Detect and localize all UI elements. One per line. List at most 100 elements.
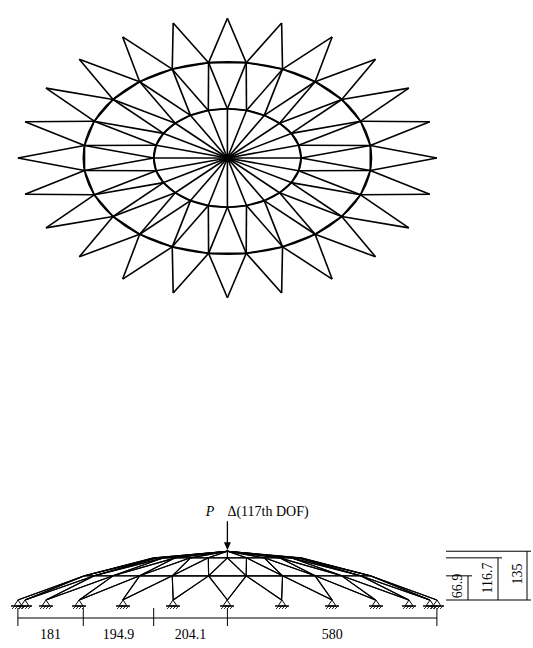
dimension: 194.9 [103,627,135,643]
truss-member [156,551,227,558]
load-label: P [206,504,215,520]
truss-member [342,59,376,99]
truss-member [246,201,264,206]
truss-member [280,123,292,133]
truss-member [156,158,227,171]
truss-member [227,109,246,111]
truss-member [227,551,228,558]
truss-member [315,234,332,279]
truss-member [299,121,361,145]
truss-member [172,558,208,576]
truss-member [315,37,332,82]
truss-member [18,145,85,158]
truss-member [281,576,283,600]
truss-member [164,158,228,183]
truss-member [154,145,157,158]
arrow-head [224,542,231,550]
truss-member [280,558,316,576]
truss-member [140,234,173,247]
dimension: 135 [509,564,525,585]
plan-view [18,18,437,298]
truss-member [209,576,228,600]
truss-member [361,171,371,195]
dimension-lines [18,551,531,626]
truss-member [46,576,113,600]
truss-member [315,575,342,576]
truss-member [245,206,247,254]
truss-member [283,575,316,576]
truss-member [246,576,281,600]
truss-member [85,121,95,145]
elevation-view [11,521,444,609]
truss-member [227,206,246,208]
truss-member [264,558,315,576]
truss-member [227,557,246,558]
truss-member [94,183,163,195]
truss-member [315,575,342,576]
dimension: 181 [40,627,61,643]
truss-member [25,122,84,146]
truss-member [227,551,264,558]
truss-member [299,144,371,146]
truss-member [291,171,298,183]
truss-member [283,576,333,600]
truss-member [209,253,228,297]
truss-member [209,576,228,600]
truss-member [209,575,247,576]
truss-member [172,558,208,576]
load-arrow [227,521,228,545]
truss-member [172,576,174,600]
truss-member [140,575,173,576]
truss-member [175,551,227,558]
truss-member [113,575,140,576]
truss-member [46,88,94,121]
crown-node [223,154,231,162]
truss-member [315,217,342,235]
displacement-label: Δ(117th DOF) [227,504,308,520]
dimension: 66.9 [450,574,466,599]
truss-member [46,195,94,228]
truss-member [94,99,113,121]
pin-support [116,600,130,609]
pin-support [275,600,289,609]
truss-member [85,158,154,171]
truss-member [281,247,284,293]
truss-member [208,206,210,254]
truss-member [227,551,246,558]
dimension: 204.1 [175,627,207,643]
truss-member [301,158,370,171]
truss-member [283,247,333,279]
truss-member [172,576,174,600]
truss-member [264,558,282,576]
truss-member [227,551,291,558]
truss-member [342,575,361,576]
truss-member [370,171,429,195]
truss-member [209,18,228,62]
truss-member [246,63,282,69]
truss-member [94,558,163,576]
truss-member [264,201,315,235]
truss-member [46,88,113,99]
truss-member [191,557,209,558]
truss-member [191,110,209,115]
truss-member [227,145,298,158]
truss-member [46,217,113,228]
truss-member [175,115,190,123]
truss-member [85,171,95,195]
truss-member [369,145,371,170]
pin-support [430,600,444,609]
dimension: 116.7 [480,563,496,594]
truss-member [281,23,284,69]
truss-member [94,121,156,145]
truss-member [227,557,246,558]
truss-member [140,82,191,116]
pin-support [166,600,180,609]
truss-member [264,115,279,123]
truss-member [246,110,264,115]
truss-member [299,170,371,172]
truss-member [164,123,176,133]
truss-member [246,575,282,576]
truss-member [173,576,208,600]
truss-member [361,193,430,195]
truss-member [172,247,208,253]
